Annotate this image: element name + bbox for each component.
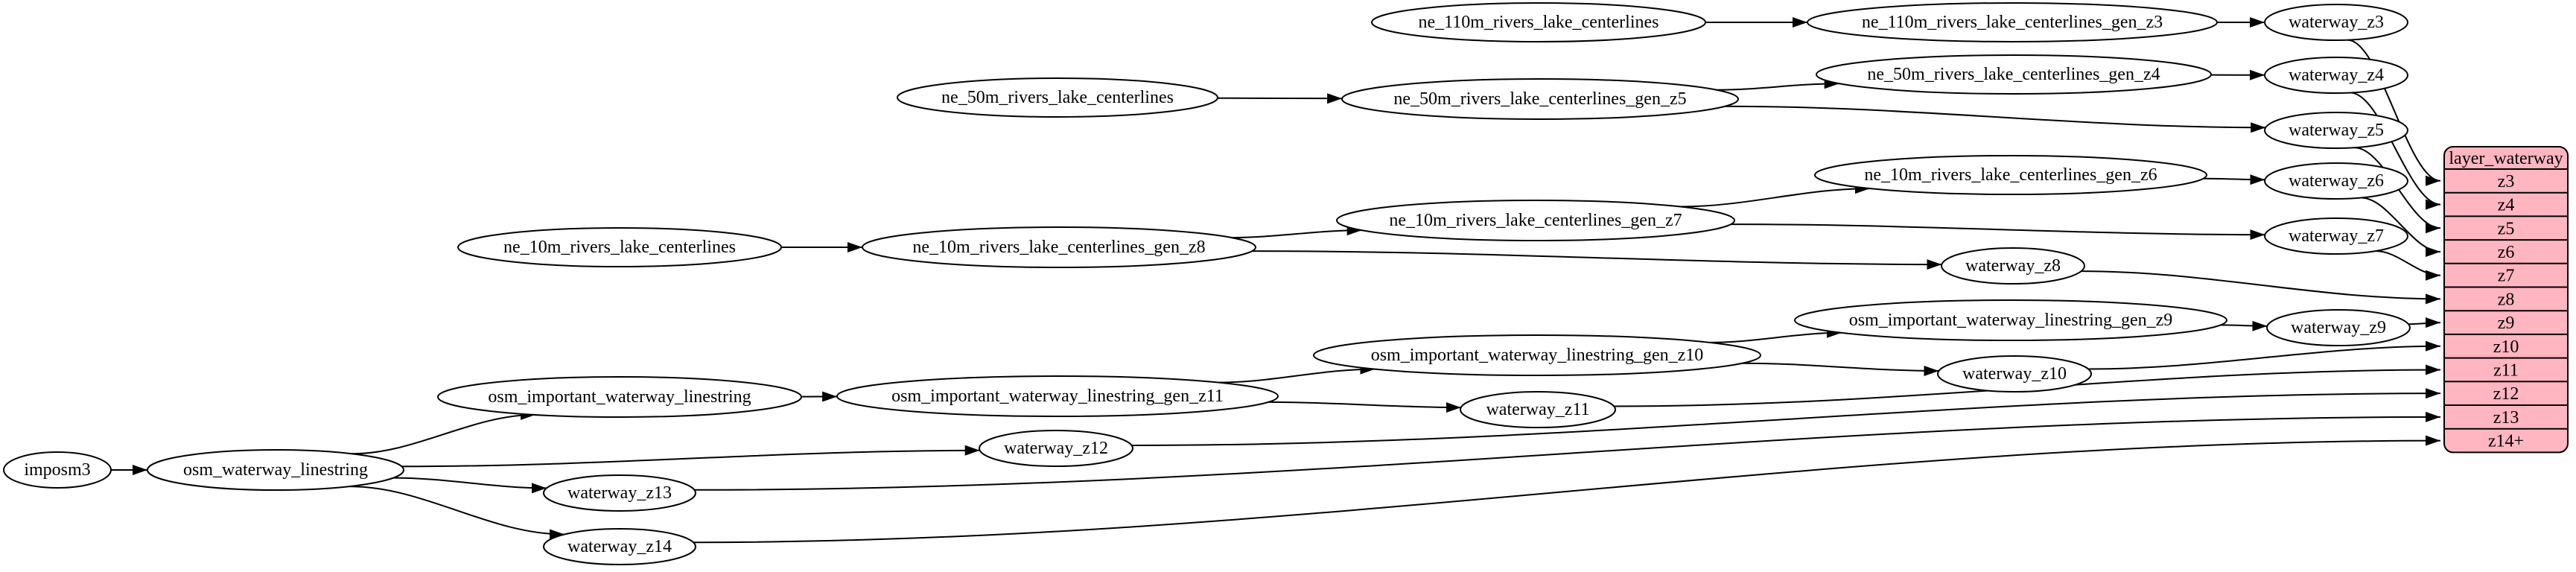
node-label: ne_10m_rivers_lake_centerlines_gen_z8 (912, 238, 1205, 257)
node-label: osm_important_waterway_linestring_gen_z1… (891, 387, 1224, 406)
node-osm_important_waterway_linestring_gen_z10: osm_important_waterway_linestring_gen_z1… (1314, 335, 1761, 375)
node-waterway_z9: waterway_z9 (2267, 310, 2410, 346)
node-waterway_z4: waterway_z4 (2265, 57, 2408, 93)
edge-waterway_z14-row-z14+ (693, 441, 2440, 543)
node-label: waterway_z9 (2291, 318, 2386, 337)
node-label: waterway_z3 (2289, 13, 2384, 32)
node-ne_50m_rivers_lake_centerlines_gen_z5: ne_50m_rivers_lake_centerlines_gen_z5 (1342, 79, 1738, 119)
edge-waterway_z8-row-z8 (2082, 271, 2440, 299)
node-label: waterway_z14 (567, 537, 672, 556)
nodes-layer: imposm3 osm_waterway_linestring osm_import… (4, 3, 2410, 565)
record-row-label: z7 (2498, 267, 2515, 286)
edge-ne_10m_rivers_lake_centerlines_gen_z7-ne_10m_rivers_lake_centerlines_gen_z6 (1680, 188, 1870, 206)
node-waterway_z10: waterway_z10 (1938, 356, 2091, 392)
node-osm_important_waterway_linestring_gen_z11: osm_important_waterway_linestring_gen_z1… (837, 376, 1278, 416)
edge-osm_important_waterway_linestring_gen_z11-osm_important_waterway_linestring_gen_z10 (1218, 369, 1375, 383)
node-waterway_z8: waterway_z8 (1941, 248, 2084, 284)
edge-waterway_z7-row-z7 (2376, 251, 2440, 276)
node-waterway_z6: waterway_z6 (2265, 163, 2408, 199)
record-row-label: z6 (2498, 243, 2515, 262)
record-row-label: z3 (2498, 172, 2515, 191)
edge-ne_50m_rivers_lake_centerlines-ne_50m_rivers_lake_centerlines_gen_z5 (1218, 98, 1342, 99)
node-waterway_z7: waterway_z7 (2265, 218, 2408, 254)
node-label: waterway_z10 (1962, 364, 2067, 384)
node-label: osm_waterway_linestring (183, 460, 368, 480)
edge-ne_10m_rivers_lake_centerlines_gen_z7-waterway_z7 (1731, 224, 2265, 235)
edge-osm_important_waterway_linestring_gen_z10-osm_important_waterway_linestring_gen_z9 (1710, 333, 1842, 343)
edge-waterway_z13-row-z13 (694, 417, 2440, 490)
edge-ne_10m_rivers_lake_centerlines_gen_z8-waterway_z8 (1252, 251, 1941, 264)
edge-ne_50m_rivers_lake_centerlines_gen_z5-ne_50m_rivers_lake_centerlines_gen_z4 (1717, 83, 1839, 90)
node-waterway_z12: waterway_z12 (979, 430, 1133, 466)
edge-ne_10m_rivers_lake_centerlines_gen_z8-ne_10m_rivers_lake_centerlines_gen_z7 (1231, 230, 1361, 238)
record-title: layer_waterway (2449, 149, 2563, 168)
node-ne_10m_rivers_lake_centerlines_gen_z7: ne_10m_rivers_lake_centerlines_gen_z7 (1337, 200, 1734, 241)
node-label: ne_110m_rivers_lake_centerlines_gen_z3 (1862, 13, 2163, 32)
node-label: waterway_z4 (2289, 66, 2384, 85)
record-row-label: z12 (2493, 384, 2519, 404)
record-row-label: z13 (2493, 408, 2519, 428)
record-row-label: z9 (2498, 314, 2515, 333)
node-label: waterway_z7 (2289, 226, 2384, 246)
edge-ne_10m_rivers_lake_centerlines_gen_z6-waterway_z6 (2204, 179, 2265, 180)
edge-osm_waterway_linestring-waterway_z12 (401, 451, 979, 467)
node-waterway_z3: waterway_z3 (2265, 4, 2408, 40)
record-layer-waterway: layer_waterway z3 z4 z5 z6 z7 z8 z9 z10 z11 z12 z13… (2444, 147, 2568, 452)
node-ne_50m_rivers_lake_centerlines_gen_z4: ne_50m_rivers_lake_centerlines_gen_z4 (1816, 55, 2211, 94)
record-row-label: z10 (2493, 337, 2519, 357)
node-label: waterway_z13 (567, 483, 672, 503)
node-ne_10m_rivers_lake_centerlines_gen_z8: ne_10m_rivers_lake_centerlines_gen_z8 (862, 227, 1256, 267)
node-waterway_z14: waterway_z14 (544, 529, 696, 565)
node-label: ne_10m_rivers_lake_centerlines (503, 238, 736, 257)
node-label: waterway_z11 (1486, 400, 1589, 419)
edge-waterway_z10-row-z10 (2088, 346, 2440, 369)
edge-osm_waterway_linestring-waterway_z14 (349, 486, 565, 534)
node-label: ne_110m_rivers_lake_centerlines (1419, 13, 1659, 32)
record-row-label: z14+ (2488, 432, 2524, 451)
node-ne_50m_rivers_lake_centerlines: ne_50m_rivers_lake_centerlines (897, 78, 1218, 117)
node-label: ne_50m_rivers_lake_centerlines (941, 88, 1174, 107)
record-row-label: z4 (2498, 196, 2515, 215)
edges-layer (111, 22, 2440, 542)
node-label: ne_10m_rivers_lake_centerlines_gen_z7 (1389, 211, 1682, 230)
node-waterway_z11: waterway_z11 (1460, 392, 1615, 428)
edge-osm_waterway_linestring-osm_important_waterway_linestring (352, 415, 535, 454)
node-label: osm_important_waterway_linestring (488, 387, 751, 407)
node-label: ne_50m_rivers_lake_centerlines_gen_z5 (1393, 89, 1686, 109)
node-label: waterway_z8 (1965, 256, 2061, 276)
node-osm_waterway_linestring: osm_waterway_linestring (147, 450, 404, 490)
node-waterway_z5: waterway_z5 (2265, 112, 2408, 148)
node-ne_10m_rivers_lake_centerlines_gen_z6: ne_10m_rivers_lake_centerlines_gen_z6 (1815, 156, 2207, 194)
node-label: waterway_z6 (2289, 171, 2384, 191)
edge-waterway_z9-row-z9 (2408, 322, 2440, 324)
node-osm_important_waterway_linestring_gen_z9: osm_important_waterway_linestring_gen_z9 (1795, 300, 2227, 340)
node-label: osm_important_waterway_linestring_gen_z9 (1849, 311, 2173, 330)
node-label: osm_important_waterway_linestring_gen_z1… (1371, 346, 1704, 365)
node-label: waterway_z5 (2289, 121, 2384, 140)
record-row-label: z8 (2498, 290, 2515, 309)
record-row-label: z5 (2498, 219, 2515, 238)
edge-osm_important_waterway_linestring_gen_z10-waterway_z10 (1742, 363, 1939, 371)
edge-osm_waterway_linestring-waterway_z13 (393, 478, 547, 489)
node-ne_10m_rivers_lake_centerlines: ne_10m_rivers_lake_centerlines (458, 228, 781, 267)
node-label: imposm3 (24, 460, 90, 480)
record-row-label: z11 (2493, 360, 2519, 380)
node-waterway_z13: waterway_z13 (544, 475, 696, 511)
node-label: ne_50m_rivers_lake_centerlines_gen_z4 (1867, 65, 2160, 84)
edge-ne_50m_rivers_lake_centerlines_gen_z5-waterway_z5 (1725, 107, 2265, 128)
node-ne_110m_rivers_lake_centerlines: ne_110m_rivers_lake_centerlines (1372, 3, 1705, 42)
node-label: waterway_z12 (1004, 439, 1108, 458)
node-imposm3: imposm3 (4, 452, 111, 488)
node-osm_important_waterway_linestring: osm_important_waterway_linestring (438, 377, 801, 417)
node-ne_110m_rivers_lake_centerlines_gen_z3: ne_110m_rivers_lake_centerlines_gen_z3 (1807, 3, 2217, 42)
edge-osm_important_waterway_linestring_gen_z11-waterway_z11 (1268, 402, 1461, 407)
node-label: ne_10m_rivers_lake_centerlines_gen_z6 (1864, 165, 2157, 185)
